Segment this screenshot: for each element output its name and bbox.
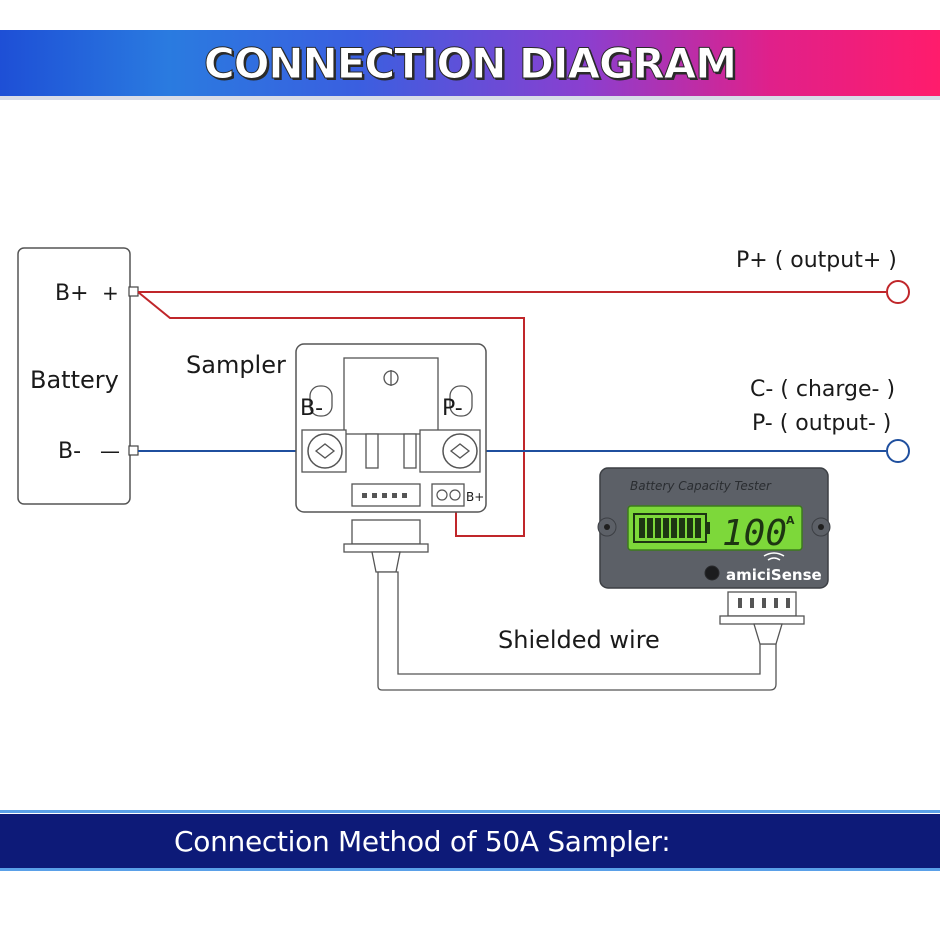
meter-lcd — [627, 505, 803, 551]
battery-neg-terminal — [128, 445, 139, 456]
sampler-bminus-label: B- — [300, 396, 323, 421]
footer-divider-top — [0, 810, 940, 813]
sampler-label: Sampler — [186, 351, 286, 379]
banner-divider — [0, 96, 940, 100]
p-plus-output-terminal — [886, 280, 910, 304]
mount-hole-icon — [604, 524, 610, 530]
meter-brand: amiciSense — [726, 566, 822, 584]
meter-unit: A — [786, 514, 795, 527]
battery-pos-sign: + — [102, 281, 119, 305]
shielded-wire-label: Shielded wire — [498, 626, 660, 654]
sampler-plug — [343, 519, 429, 573]
positive-wire — [137, 291, 886, 537]
terminal-screw-icon — [449, 489, 461, 501]
page-title: CONNECTION DIAGRAM — [203, 38, 737, 88]
p-minus-output-label: P- ( output- ) — [752, 411, 891, 436]
p-minus-output-terminal — [886, 439, 910, 463]
meter-plug — [719, 591, 805, 645]
meter-button[interactable] — [704, 565, 720, 581]
sampler-bplus-label: B+ — [466, 490, 484, 504]
wifi-icon — [763, 552, 785, 561]
sampler-bminus-screw-icon — [307, 433, 343, 469]
battery-neg-label: B- — [58, 439, 81, 464]
title-banner: CONNECTION DIAGRAM — [0, 30, 940, 96]
sampler-pminus-label: P- — [442, 396, 463, 421]
battery-neg-sign: — — [100, 439, 120, 463]
screw-head-icon — [449, 443, 471, 459]
footer-divider-bottom — [0, 868, 940, 871]
battery-label: Battery — [30, 366, 119, 394]
connector-pins — [362, 493, 407, 498]
meter-connector-pins — [738, 598, 790, 608]
battery-box — [17, 247, 131, 505]
battery-pos-terminal — [128, 286, 139, 297]
battery-pos-label: B+ — [55, 281, 89, 306]
screw-head-icon — [314, 443, 336, 459]
p-plus-output-label: P+ ( output+ ) — [736, 248, 897, 273]
terminal-screw-icon — [436, 489, 448, 501]
footer-text: Connection Method of 50A Sampler: — [174, 824, 671, 858]
meter-title: Battery Capacity Tester — [630, 479, 772, 493]
mount-hole-icon — [818, 524, 824, 530]
sampler-pminus-screw-icon — [442, 433, 478, 469]
meter-reading: 100 — [722, 513, 787, 554]
battery-level-icon — [633, 513, 710, 543]
c-minus-charge-label: C- ( charge- ) — [750, 377, 895, 402]
footer-banner: Connection Method of 50A Sampler: — [0, 814, 940, 868]
